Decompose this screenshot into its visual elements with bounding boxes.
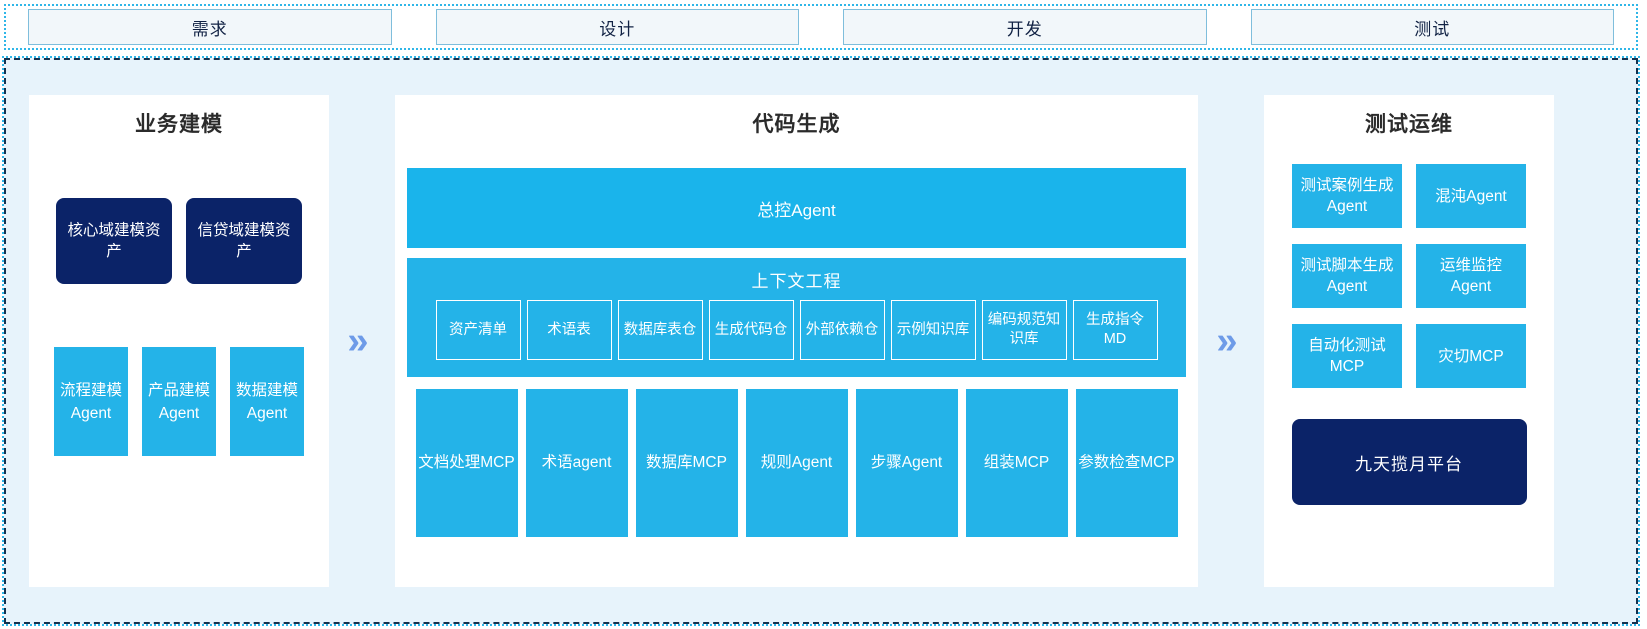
panel-business-modeling: 业务建模 核心域建模资产 信贷域建模资产 流程建模Agent 产品建模Agent… xyxy=(29,95,329,587)
flow-arrow-right: » xyxy=(1216,320,1238,362)
asset-credit-domain-modeling[interactable]: 信贷域建模资产 xyxy=(186,198,302,284)
panel-title-code-generation: 代码生成 xyxy=(752,113,841,136)
architecture-diagram-area: 业务建模 核心域建模资产 信贷域建模资产 流程建模Agent 产品建模Agent… xyxy=(2,56,1640,626)
phase-label: 需求 xyxy=(191,19,228,39)
phase-label: 设计 xyxy=(599,19,636,39)
phase-box-testing[interactable]: 测试 xyxy=(1250,9,1614,45)
panel-title-business-modeling: 业务建模 xyxy=(135,113,223,136)
master-control-agent[interactable]: 总控Agent xyxy=(407,168,1186,248)
agent-test-script-generation[interactable]: 测试脚本生成Agent xyxy=(1292,244,1402,308)
phase-box-development[interactable]: 开发 xyxy=(843,9,1207,45)
flow-arrow-left: » xyxy=(347,320,369,362)
context-item-asset-inventory[interactable]: 资产清单 xyxy=(435,300,521,360)
test-operations-grid: 测试案例生成Agent 混沌Agent 测试脚本生成Agent 运维监控Agen… xyxy=(1292,164,1526,388)
context-item-external-dependency-repo[interactable]: 外部依赖仓 xyxy=(799,300,885,360)
agent-test-case-generation[interactable]: 测试案例生成Agent xyxy=(1292,164,1402,228)
agent-product-modeling[interactable]: 产品建模Agent xyxy=(142,347,216,456)
context-item-example-knowledge-base[interactable]: 示例知识库 xyxy=(890,300,976,360)
tool-assembly-mcp[interactable]: 组装MCP xyxy=(965,389,1068,537)
context-item-generated-code-repo[interactable]: 生成代码仓 xyxy=(708,300,794,360)
platform-jiutian-lanyue[interactable]: 九天揽月平台 xyxy=(1291,419,1527,505)
agent-ops-monitoring[interactable]: 运维监控Agent xyxy=(1416,244,1526,308)
context-engineering-title: 上下文工程 xyxy=(751,272,842,291)
phase-box-requirements[interactable]: 需求 xyxy=(28,9,392,45)
mcp-automated-testing[interactable]: 自动化测试MCP xyxy=(1292,324,1402,388)
tool-rule-agent[interactable]: 规则Agent xyxy=(745,389,848,537)
tool-database-mcp[interactable]: 数据库MCP xyxy=(635,389,738,537)
panel-test-operations: 测试运维 测试案例生成Agent 混沌Agent 测试脚本生成Agent 运维监… xyxy=(1264,95,1554,587)
tool-step-agent[interactable]: 步骤Agent xyxy=(855,389,958,537)
business-asset-row: 核心域建模资产 信贷域建模资产 xyxy=(56,198,302,284)
phase-label: 开发 xyxy=(1006,19,1043,39)
tool-glossary-agent[interactable]: 术语agent xyxy=(525,389,628,537)
panel-title-test-operations: 测试运维 xyxy=(1365,113,1453,136)
phase-label: 测试 xyxy=(1414,19,1451,39)
tool-document-processing-mcp[interactable]: 文档处理MCP xyxy=(415,389,518,537)
business-agent-row: 流程建模Agent 产品建模Agent 数据建模Agent xyxy=(54,347,304,456)
context-item-generation-instruction-md[interactable]: 生成指令MD xyxy=(1072,300,1158,360)
agent-chaos[interactable]: 混沌Agent xyxy=(1416,164,1526,228)
code-generation-tool-row: 文档处理MCP 术语agent 数据库MCP 规则Agent 步骤Agent 组… xyxy=(415,389,1178,537)
asset-core-domain-modeling[interactable]: 核心域建模资产 xyxy=(56,198,172,284)
context-item-db-table-repo[interactable]: 数据库表仓 xyxy=(617,300,703,360)
context-item-row: 资产清单 术语表 数据库表仓 生成代码仓 外部依赖仓 示例知识库 编码规范知识库… xyxy=(435,300,1158,360)
panel-code-generation: 代码生成 总控Agent 上下文工程 资产清单 术语表 数据库表仓 生成代码仓 … xyxy=(395,95,1198,587)
phase-box-design[interactable]: 设计 xyxy=(435,9,799,45)
mcp-disaster-switchover[interactable]: 灾切MCP xyxy=(1416,324,1526,388)
tool-parameter-check-mcp[interactable]: 参数检查MCP xyxy=(1075,389,1178,537)
context-item-glossary[interactable]: 术语表 xyxy=(526,300,612,360)
agent-process-modeling[interactable]: 流程建模Agent xyxy=(54,347,128,456)
context-item-coding-standard-knowledge-base[interactable]: 编码规范知识库 xyxy=(981,300,1067,360)
phase-strip: 需求 设计 开发 测试 xyxy=(4,4,1638,50)
context-engineering-block: 上下文工程 资产清单 术语表 数据库表仓 生成代码仓 外部依赖仓 示例知识库 编… xyxy=(407,258,1186,377)
agent-data-modeling[interactable]: 数据建模Agent xyxy=(230,347,304,456)
